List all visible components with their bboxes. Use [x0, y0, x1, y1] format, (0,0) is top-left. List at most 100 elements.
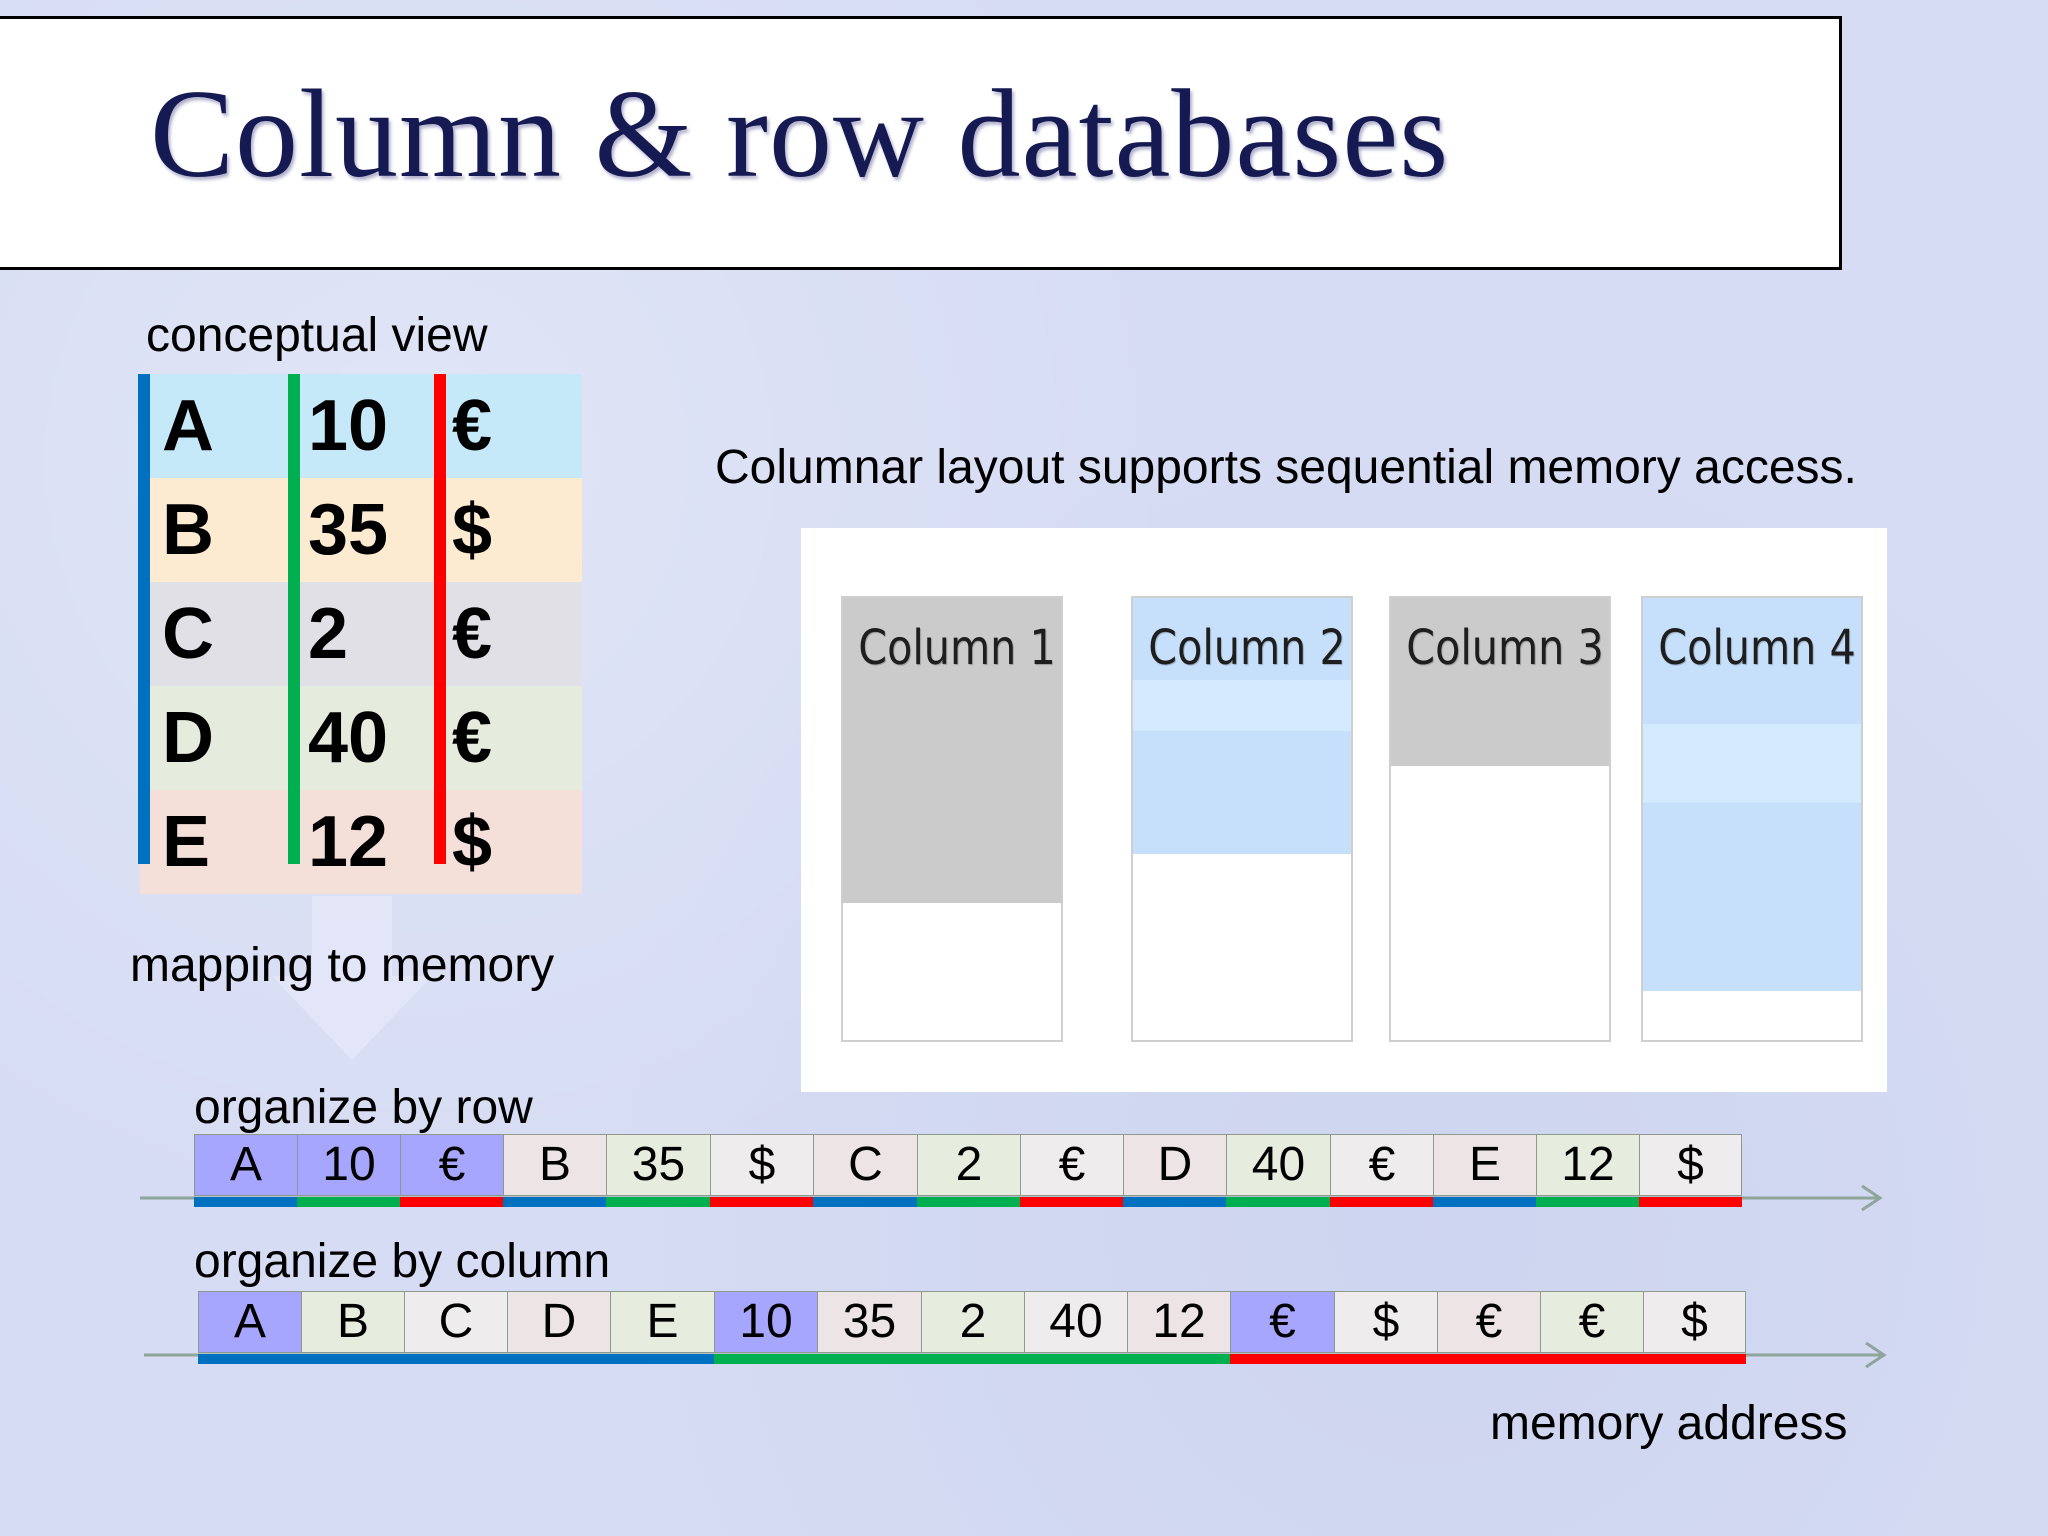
- memory-address-label: memory address: [1490, 1397, 1848, 1450]
- memory-cell-text: 12: [1561, 1138, 1615, 1191]
- memory-cell-text: $: [1681, 1295, 1708, 1348]
- memory-cell: €: [1540, 1291, 1644, 1364]
- memory-cell-text: D: [1157, 1138, 1193, 1191]
- memory-cell-text: D: [541, 1295, 577, 1348]
- memory-cell-text: 35: [842, 1295, 897, 1348]
- row-value-cell: 10: [308, 386, 389, 466]
- column-color-underline: [1024, 1354, 1128, 1364]
- down-arrow-icon: [272, 896, 432, 1060]
- memory-cell-text: €: [1475, 1295, 1503, 1348]
- column-color-underline: [194, 1197, 298, 1207]
- memory-cell-text: C: [848, 1138, 883, 1191]
- column-box: Column 2: [1131, 596, 1353, 1042]
- memory-cell-text: A: [229, 1138, 262, 1191]
- memory-cell: €: [1437, 1291, 1541, 1364]
- column-header: Column 2: [1148, 620, 1346, 676]
- column-fill: [1133, 598, 1351, 855]
- columnar-caption: Columnar layout supports sequential memo…: [715, 441, 1857, 494]
- memory-cell-text: €: [1058, 1138, 1086, 1191]
- column-color-underline: [1334, 1354, 1438, 1364]
- memory-cell: $: [1643, 1291, 1746, 1364]
- memory-cell-text: C: [438, 1295, 474, 1348]
- memory-cell: 40: [1226, 1134, 1331, 1207]
- organize-by-row-label: organize by row: [194, 1081, 533, 1134]
- memory-cell: D: [1123, 1134, 1227, 1207]
- memory-cell-text: €: [1368, 1138, 1396, 1191]
- memory-cell-text: 40: [1049, 1295, 1103, 1348]
- memory-cell-text: 10: [739, 1295, 793, 1348]
- column-color-underline: [1020, 1197, 1124, 1207]
- column-color-underline: [917, 1197, 1021, 1207]
- column-fill: [1391, 598, 1609, 766]
- column-fill: [1643, 598, 1861, 992]
- title-box: [0, 16, 1842, 270]
- column-color-underline: [507, 1354, 611, 1364]
- memory-cell: 2: [917, 1134, 1021, 1207]
- column-box: Column 1: [841, 596, 1063, 1042]
- memory-cell: 35: [817, 1291, 922, 1364]
- organize-by-column-label: organize by column: [194, 1235, 611, 1288]
- memory-cell-text: €: [1578, 1295, 1606, 1348]
- memory-cell: €: [1230, 1291, 1335, 1364]
- memory-cell-text: 2: [959, 1295, 987, 1348]
- column-color-underline: [404, 1354, 508, 1364]
- column-color-underline: [714, 1354, 818, 1364]
- memory-cell-text: 2: [955, 1138, 983, 1191]
- column-color-underline: [1433, 1197, 1537, 1207]
- slide-title: Column & row databases: [150, 65, 1450, 204]
- column-color-underline: [817, 1354, 922, 1364]
- column-header: Column 1: [858, 620, 1056, 676]
- column-box: Column 3: [1389, 596, 1611, 1042]
- column-axis-arrow-icon: [1865, 1341, 1887, 1369]
- row-currency-cell: €: [452, 594, 493, 674]
- column-1-marker: [138, 374, 150, 864]
- column-header: Column 4: [1658, 620, 1856, 676]
- column-color-underline: [1226, 1197, 1331, 1207]
- memory-cell: 10: [297, 1134, 401, 1207]
- memory-cell: B: [301, 1291, 405, 1364]
- column-color-underline: [198, 1354, 302, 1364]
- column-color-underline: [1643, 1354, 1746, 1364]
- memory-cell-text: B: [538, 1138, 571, 1191]
- memory-cell: €: [1330, 1134, 1434, 1207]
- memory-cell: C: [404, 1291, 508, 1364]
- memory-cell-text: $: [1677, 1138, 1704, 1191]
- column-color-underline: [1540, 1354, 1644, 1364]
- column-color-underline: [1230, 1354, 1335, 1364]
- column-color-underline: [1437, 1354, 1541, 1364]
- column-color-underline: [1127, 1354, 1231, 1364]
- column-color-underline: [813, 1197, 918, 1207]
- row-name-cell: C: [162, 594, 214, 674]
- memory-cell-text: E: [1468, 1138, 1501, 1191]
- memory-cell-text: $: [748, 1138, 776, 1191]
- row-axis-arrow-icon: [1861, 1184, 1883, 1212]
- row-currency-cell: $: [452, 490, 493, 570]
- row-currency-cell: $: [452, 802, 493, 882]
- memory-cell: €: [1020, 1134, 1124, 1207]
- memory-cell-text: $: [1372, 1295, 1400, 1348]
- memory-cell: 12: [1127, 1291, 1231, 1364]
- column-color-underline: [301, 1354, 405, 1364]
- memory-cell-text: A: [233, 1295, 266, 1348]
- memory-cell-text: 40: [1251, 1138, 1306, 1191]
- memory-cell-text: 10: [322, 1138, 376, 1191]
- row-value-cell: 40: [308, 698, 389, 778]
- column-color-underline: [1536, 1197, 1640, 1207]
- memory-cell-text: €: [1269, 1295, 1296, 1348]
- row-currency-cell: €: [452, 698, 493, 778]
- row-value-cell: 12: [308, 802, 389, 882]
- memory-cell: E: [1433, 1134, 1537, 1207]
- memory-cell-text: E: [646, 1295, 679, 1348]
- columnar-layout-figure: Column 1 Column 2 Column 3 Column 4: [801, 528, 1887, 1092]
- row-name-cell: B: [162, 490, 214, 570]
- memory-cell-text: 35: [631, 1138, 686, 1191]
- memory-cell: $: [710, 1134, 814, 1207]
- memory-cell: 35: [606, 1134, 711, 1207]
- memory-cell: C: [813, 1134, 918, 1207]
- memory-cell: A: [194, 1134, 298, 1207]
